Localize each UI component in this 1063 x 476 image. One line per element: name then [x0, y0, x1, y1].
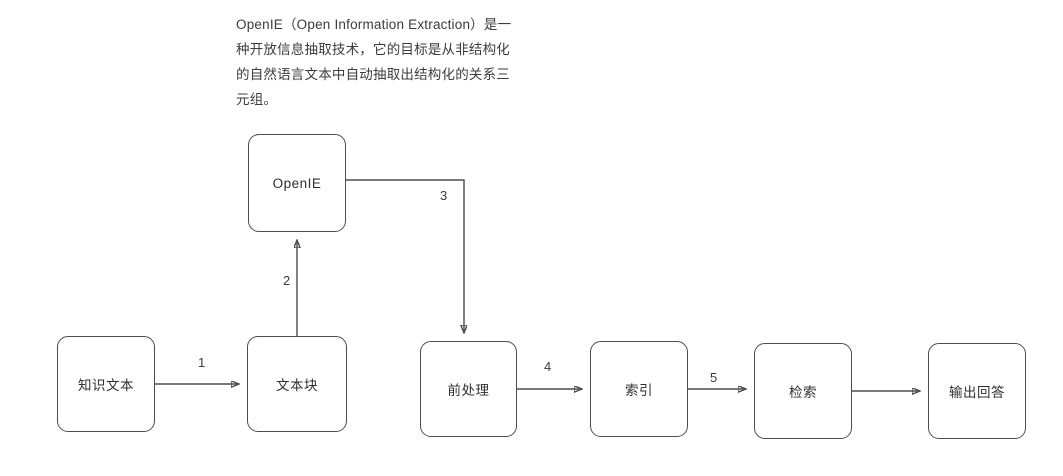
edge-label-4: 4 — [544, 359, 552, 374]
node-output-answer[interactable]: 输出回答 — [928, 343, 1026, 439]
edge-label-1: 1 — [198, 355, 206, 370]
edge-label-3: 3 — [440, 188, 448, 203]
node-openie[interactable]: OpenIE — [248, 134, 346, 232]
node-openie-label: OpenIE — [272, 175, 322, 191]
node-text-chunk[interactable]: 文本块 — [247, 336, 347, 432]
node-preprocess[interactable]: 前处理 — [420, 341, 517, 437]
node-retrieve-label: 检索 — [789, 385, 817, 400]
description-text: OpenIE（Open Information Extraction）是一种开放… — [236, 17, 512, 107]
node-preprocess-label: 前处理 — [447, 383, 490, 398]
node-retrieve[interactable]: 检索 — [754, 343, 852, 439]
node-output-answer-label: 输出回答 — [949, 385, 1005, 400]
node-index[interactable]: 索引 — [590, 341, 688, 437]
node-text-chunk-label: 文本块 — [276, 378, 318, 393]
node-knowledge-text-label: 知识文本 — [78, 378, 134, 393]
node-knowledge-text[interactable]: 知识文本 — [57, 336, 155, 432]
edge-label-5: 5 — [710, 370, 718, 385]
edge-label-2: 2 — [283, 273, 291, 288]
node-index-label: 索引 — [625, 383, 653, 398]
